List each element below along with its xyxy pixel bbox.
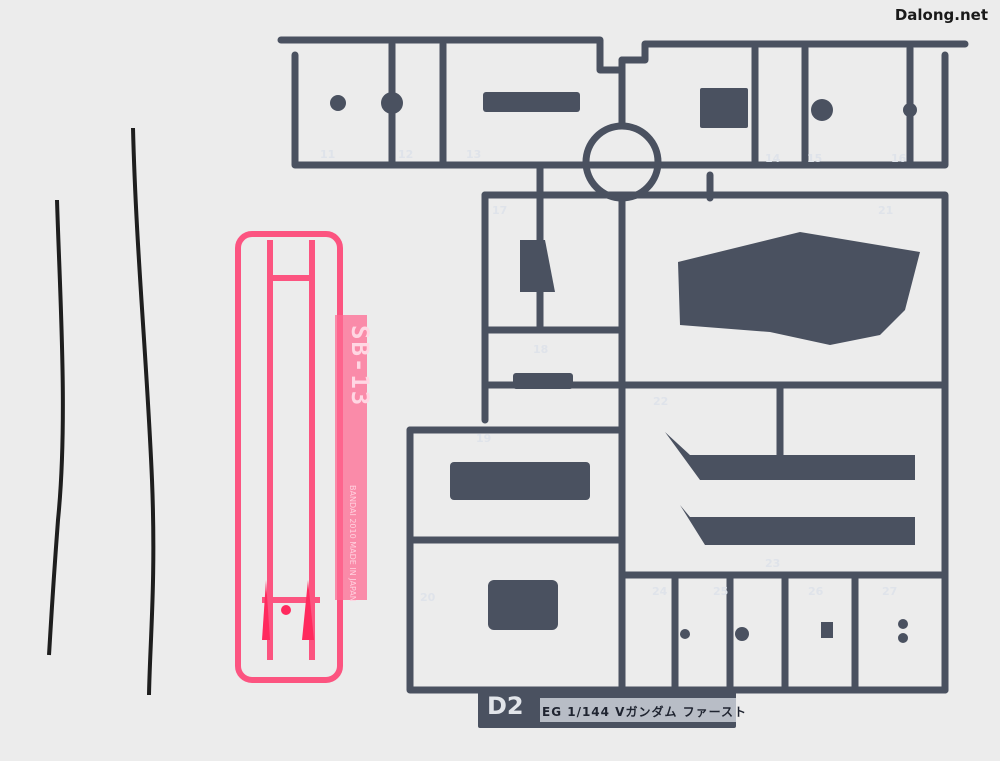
part-number-27: 27 bbox=[882, 585, 898, 598]
clear-tag-plate bbox=[335, 315, 367, 600]
watermark-text: Dalong.net bbox=[894, 6, 988, 24]
part-number-23: 23 bbox=[765, 557, 781, 570]
clear-runner-code: SB-13 bbox=[346, 325, 374, 408]
part-number-18: 18 bbox=[533, 343, 549, 356]
part-number-21: 21 bbox=[878, 204, 894, 217]
part-number-20: 20 bbox=[420, 591, 436, 604]
part-number-16: 16 bbox=[891, 152, 907, 165]
black-wire-right bbox=[131, 127, 156, 696]
part-number-26: 26 bbox=[808, 585, 824, 598]
clear-runner-fine-print: BANDAI 2010 MADE IN JAPAN bbox=[348, 485, 357, 602]
part-number-13: 13 bbox=[466, 148, 482, 161]
part-number-15: 15 bbox=[807, 152, 823, 165]
part-number-19: 19 bbox=[476, 432, 492, 445]
part-number-17: 17 bbox=[492, 204, 508, 217]
plate-name: EG 1/144 Vガンダム ファースト bbox=[542, 705, 748, 719]
part-number-24: 24 bbox=[652, 585, 668, 598]
black-wire-left bbox=[47, 199, 65, 656]
part-number-11: 11 bbox=[320, 148, 336, 161]
part-number-14: 14 bbox=[765, 152, 781, 165]
plate-name-panel bbox=[540, 698, 736, 722]
part-number-22: 22 bbox=[653, 395, 669, 408]
main-runner-frame bbox=[277, 36, 969, 694]
part-number-25: 25 bbox=[713, 585, 729, 598]
beam-saber-parts bbox=[262, 580, 314, 640]
part-number-12: 12 bbox=[398, 148, 414, 161]
plate-id: D2 bbox=[487, 692, 524, 720]
